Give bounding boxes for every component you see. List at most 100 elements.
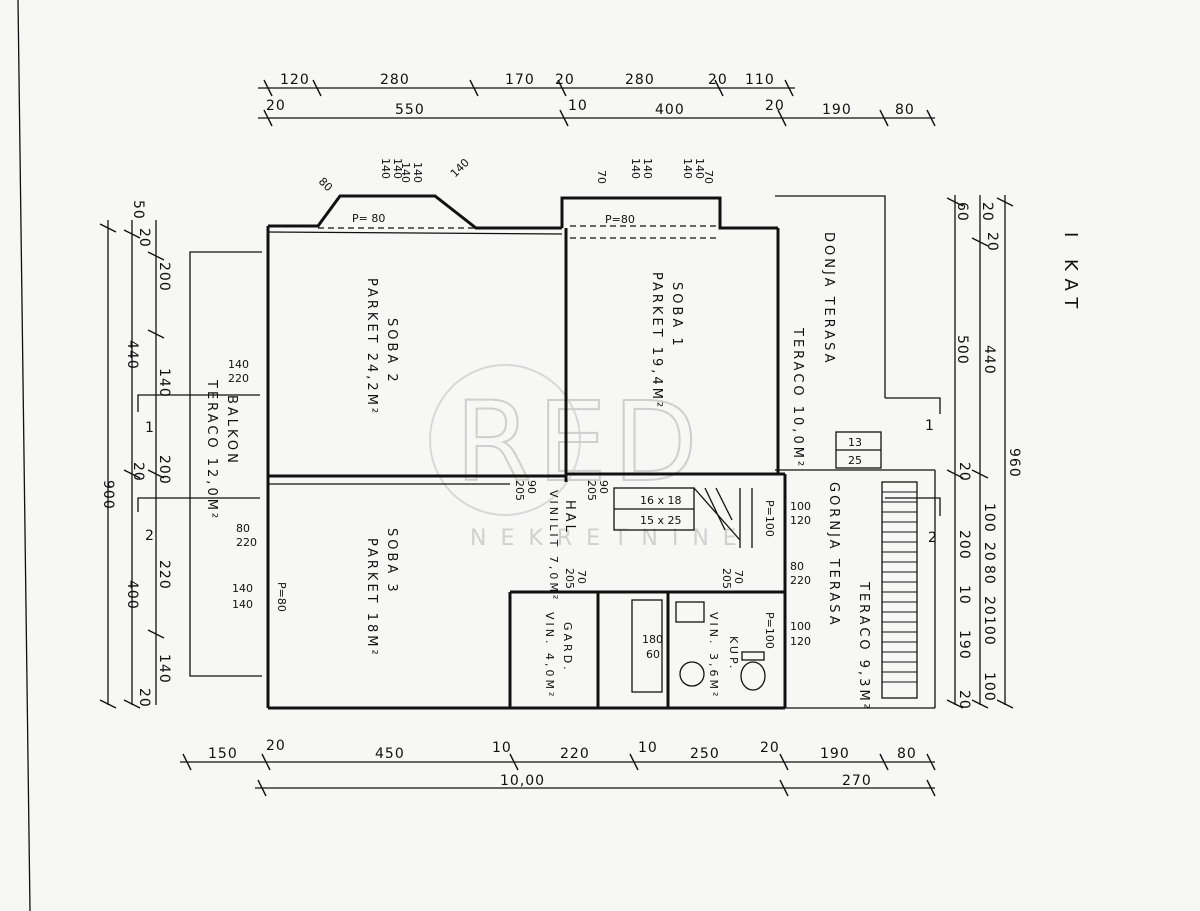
bathroom-fixtures — [631, 599, 766, 693]
opening-label-7: 140 — [681, 158, 694, 179]
bottom-dim-7: 250 — [690, 746, 720, 762]
opening-label-33: 120 — [790, 635, 811, 648]
top-dim-2: 280 — [380, 72, 410, 88]
top-dim-14: 80 — [895, 102, 915, 118]
opening-label-2: 140 — [391, 158, 404, 179]
opening-label-12: P=80 — [605, 213, 635, 226]
room-balkon-name: BALKON — [224, 395, 239, 466]
bottom-dim-1: 150 — [208, 746, 238, 762]
opening-label-13: 140 — [228, 358, 249, 371]
right-dim-190: 190 — [956, 630, 972, 660]
bath-label-2: 60 — [646, 648, 660, 661]
opening-label-31: 220 — [790, 574, 811, 587]
left-dim-200a: 200 — [156, 262, 172, 292]
opening-label-30: 80 — [790, 560, 804, 573]
opening-label-24: 70 — [575, 570, 588, 584]
opening-label-15: 80 — [236, 522, 250, 535]
bottom-dim-9: 190 — [820, 746, 850, 762]
stair-label-1: 16 x 18 — [640, 494, 682, 507]
room-soba2-finish: PARKET 24,2M² — [364, 278, 379, 416]
top-dim-7: 110 — [745, 72, 775, 88]
terraces — [189, 195, 936, 709]
watermark-circle — [429, 364, 581, 516]
right-dim-20c: 20 — [956, 462, 972, 482]
top-dim-12: 20 — [765, 98, 785, 114]
right-dimensions: 960 500 440 60 20 20 20 100 200 20 80 10… — [954, 202, 1022, 710]
opening-label-16: 220 — [236, 536, 257, 549]
dimension-lines — [99, 79, 1014, 797]
room-soba3-name: SOBA 3 — [384, 528, 399, 595]
top-dim-10: 10 — [568, 98, 588, 114]
left-dim-140b: 140 — [156, 654, 172, 684]
bottom-dim-10: 80 — [897, 746, 917, 762]
room-soba2-name: SOBA 2 — [384, 318, 399, 385]
room-donja-terasa-finish: TERACO 10,0M² — [790, 327, 805, 469]
opening-label-19: P=80 — [275, 582, 288, 612]
top-dim-8: 20 — [266, 98, 286, 114]
building-walls — [266, 194, 787, 710]
bottom-dim-5: 220 — [560, 746, 590, 762]
left-dimensions: 900 440 400 50 20 200 140 20 200 220 140… — [100, 200, 172, 708]
bottom-dim-4: 10 — [492, 740, 512, 756]
paper-edge-line — [17, 0, 31, 911]
room-gard-finish: VIN. 4,0M² — [543, 612, 556, 699]
room-donja-terasa-name: DONJA TERASA — [821, 232, 836, 366]
stair-label-3: 13 — [848, 436, 862, 449]
section-mark-1-left: 1 — [145, 420, 155, 436]
watermark-subtitle: NEKRETNINE — [470, 526, 751, 551]
top-dim-4: 20 — [555, 72, 575, 88]
opening-label-18: 140 — [232, 598, 253, 611]
right-dim-60: 60 — [954, 202, 970, 222]
right-dim-20e: 20 — [981, 596, 997, 616]
opening-label-27: 205 — [720, 568, 733, 589]
left-dim-140a: 140 — [156, 368, 172, 398]
opening-label-28: 100 — [790, 500, 811, 513]
opening-label-34: P=100 — [763, 500, 776, 537]
top-dim-13: 190 — [822, 102, 852, 118]
bottom-dim-2: 20 — [266, 738, 286, 754]
left-dim-200b: 200 — [156, 455, 172, 485]
opening-label-35: P=100 — [763, 612, 776, 649]
section-marks: 1 2 1 2 — [137, 394, 941, 546]
left-dim-220: 220 — [156, 560, 172, 590]
top-dim-6: 20 — [708, 72, 728, 88]
right-dim-200: 200 — [956, 530, 972, 560]
right-dim-100b: 100 — [981, 616, 997, 646]
opening-label-8: 140 — [693, 158, 706, 179]
top-dim-11: 400 — [655, 102, 685, 118]
opening-label-26: 70 — [732, 570, 745, 584]
right-dim-440: 440 — [981, 345, 997, 375]
left-dim-50: 50 — [130, 200, 146, 220]
bottom-dim-12: 270 — [842, 773, 872, 789]
room-gornja-terasa-finish: TERACO 9,3M² — [856, 581, 871, 712]
top-dim-3: 170 — [505, 72, 535, 88]
right-dim-10: 10 — [956, 585, 972, 605]
opening-label-6: 140 — [641, 158, 654, 179]
opening-label-20: 90 — [525, 480, 538, 494]
bottom-dim-8: 20 — [760, 740, 780, 756]
room-gard-name: GARD. — [561, 622, 574, 673]
right-dim-100c: 100 — [981, 672, 997, 702]
opening-label-22: 90 — [597, 480, 610, 494]
opening-label-21: 205 — [513, 480, 526, 501]
opening-label-17: 140 — [232, 582, 253, 595]
bottom-dim-3: 450 — [375, 746, 405, 762]
right-dim-20b: 20 — [984, 232, 1000, 252]
room-hal-name: HAL — [562, 500, 577, 535]
left-dim-20b: 20 — [130, 462, 146, 482]
top-dim-5: 280 — [625, 72, 655, 88]
opening-label-1: 140 — [379, 158, 392, 179]
bottom-dim-11: 10,00 — [500, 773, 545, 789]
opening-label-11: P= 80 — [352, 212, 385, 225]
watermark-logo: RED — [455, 378, 704, 506]
room-kup-finish: VIN. 3,6M² — [707, 612, 720, 699]
floor-label: I KAT — [1060, 232, 1081, 316]
left-dim-20c: 20 — [136, 688, 152, 708]
right-dim-20f: 20 — [956, 690, 972, 710]
opening-label-5: 140 — [629, 158, 642, 179]
right-dim-500: 500 — [954, 335, 970, 365]
right-dim-20d: 20 — [981, 542, 997, 562]
opening-label-3: 140 — [399, 162, 412, 183]
left-dim-400: 400 — [124, 580, 140, 610]
